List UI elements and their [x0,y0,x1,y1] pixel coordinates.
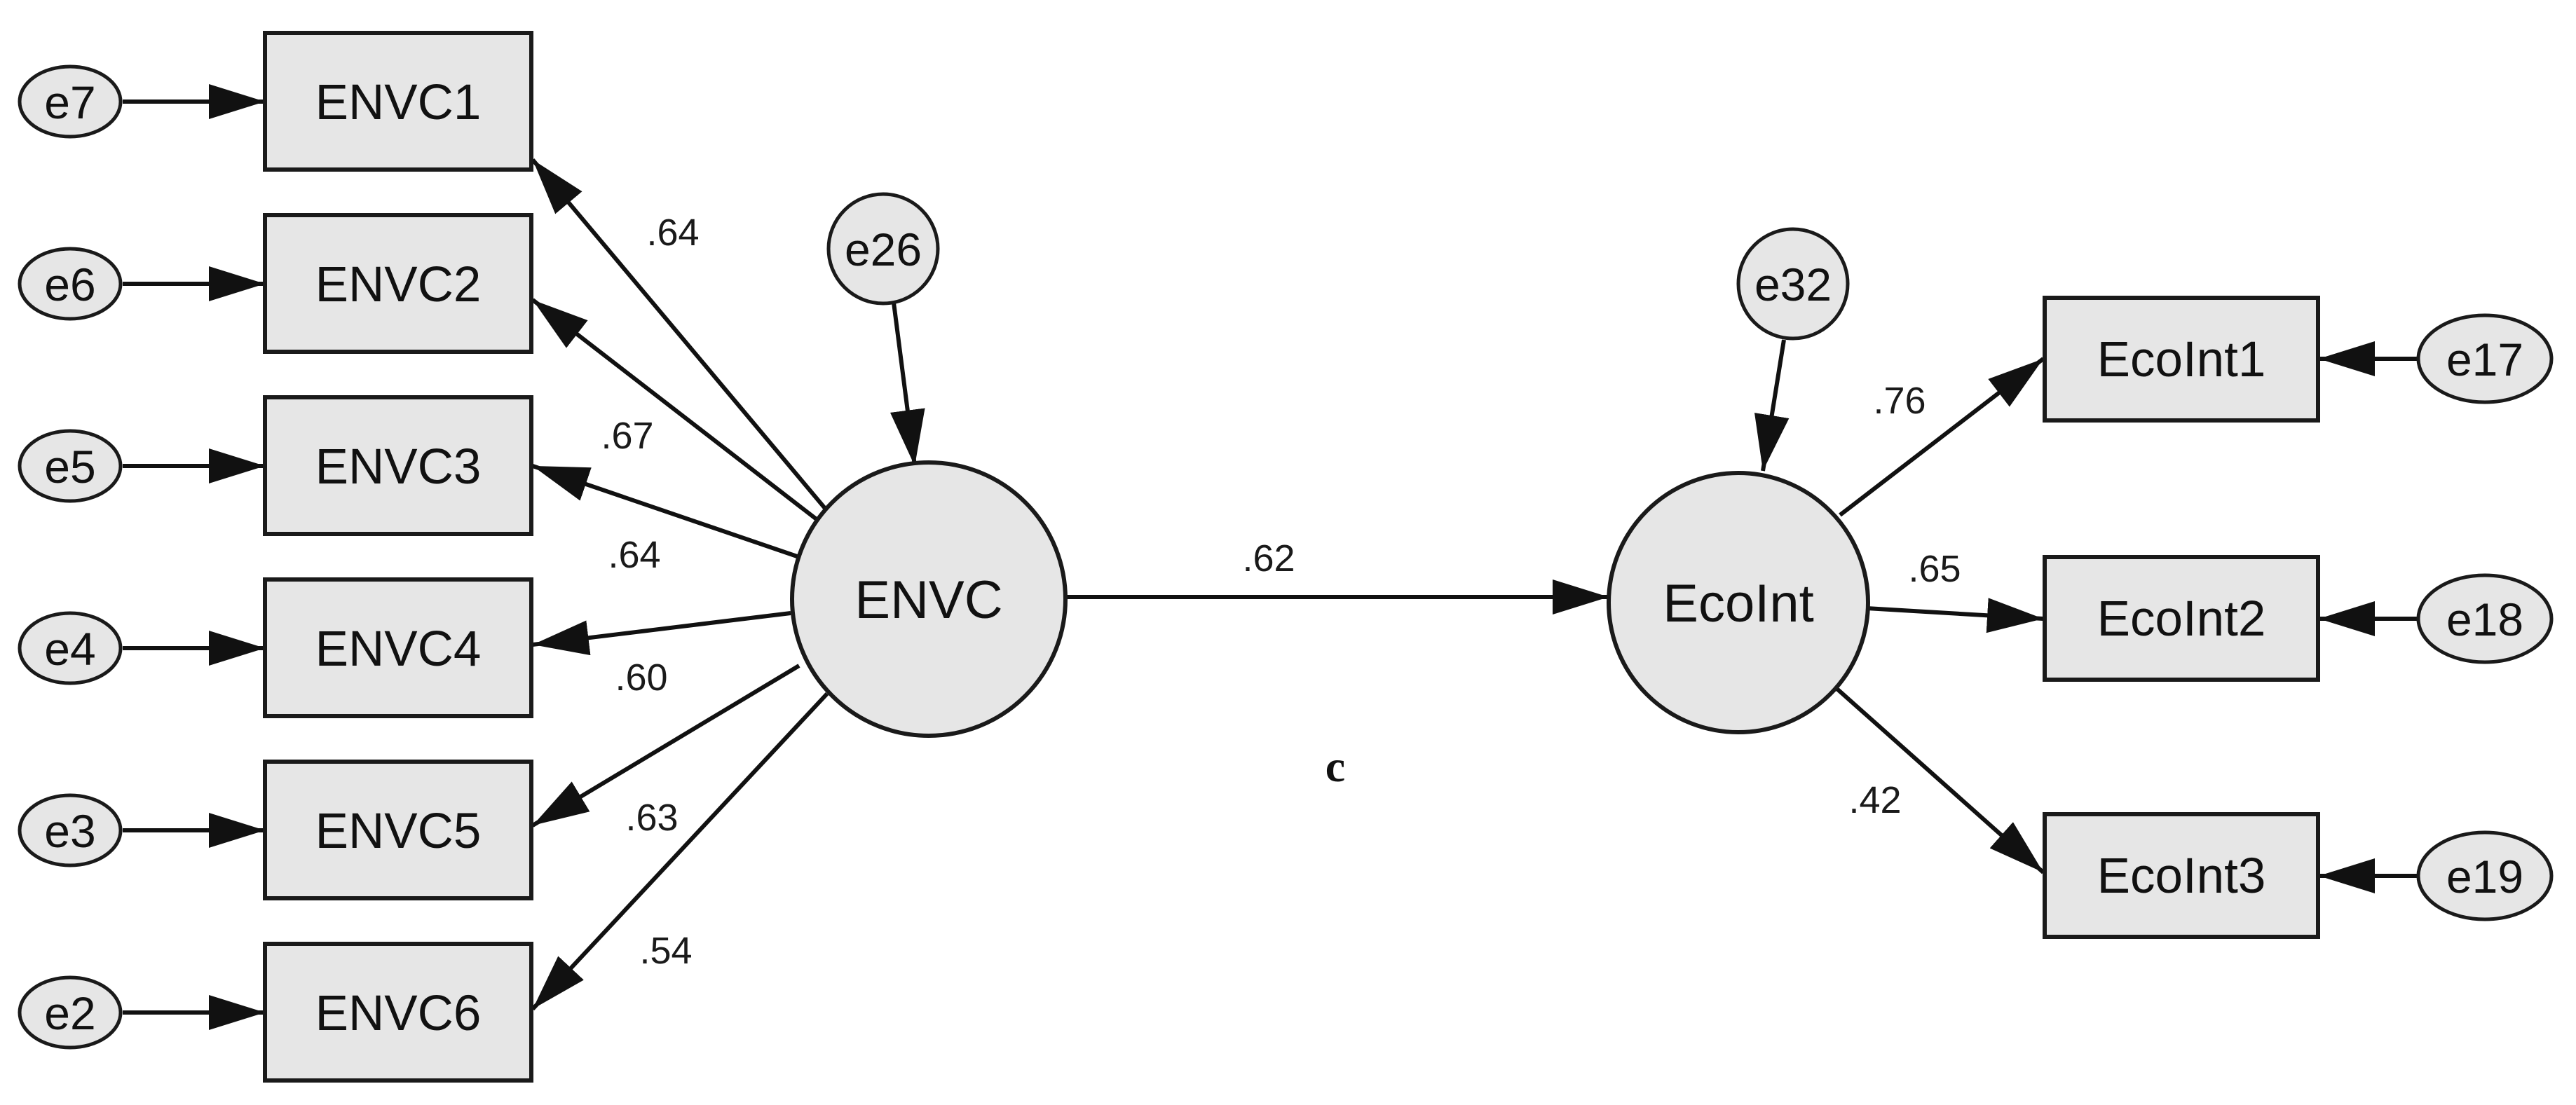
error-node-e3: e3 [18,793,123,867]
svg-text:e19: e19 [2446,851,2523,902]
loading-path-envc1 [531,158,833,516]
loading-path-envc3 [532,464,800,559]
loading-path-envc6 [531,692,829,1011]
svg-text:EcoInt1: EcoInt1 [2097,332,2266,387]
error-node-e4: e4 [18,611,123,685]
svg-text:ENVC5: ENVC5 [315,804,482,859]
indicator-ecoint3: EcoInt3 [2043,812,2320,939]
loading-label-envc6: .63 [625,797,678,839]
svg-text:e18: e18 [2446,593,2523,645]
loading-label-envc1: .64 [646,212,699,254]
indicator-ecoint1: EcoInt1 [2043,296,2320,423]
svg-text:e17: e17 [2446,334,2523,385]
svg-text:e3: e3 [44,805,95,857]
loading-path-ecoint1 [1839,357,2045,517]
indicator-ecoint2: EcoInt2 [2043,555,2320,682]
svg-text:EcoInt: EcoInt [1663,574,1813,633]
svg-text:EcoInt3: EcoInt3 [2097,849,2266,904]
indicator-envc3: ENVC3 [263,395,533,536]
loading-path-envc2 [531,298,822,524]
error-node-e6: e6 [18,247,123,321]
svg-text:ENVC3: ENVC3 [315,439,482,495]
indicator-envc6: ENVC6 [263,942,533,1083]
error-node-e32: e32 [1736,227,1850,341]
svg-text:ENVC2: ENVC2 [315,257,482,313]
loading-label-extra: .54 [639,930,692,972]
svg-text:e26: e26 [845,224,922,275]
panel-label: c [1326,741,1345,791]
error-node-e18: e18 [2416,573,2554,664]
svg-text:e2: e2 [44,987,95,1039]
error-node-e17: e17 [2416,313,2554,404]
svg-text:e4: e4 [44,623,95,675]
disturbance-path-e32 [1754,339,1790,472]
indicator-envc2: ENVC2 [263,213,533,354]
loading-path-ecoint3 [1832,683,2045,874]
svg-text:ENVC1: ENVC1 [315,75,482,130]
indicator-envc5: ENVC5 [263,760,533,900]
latent-ecoint: EcoInt [1607,471,1870,734]
error-node-e26: e26 [826,192,940,306]
svg-text:ENVC4: ENVC4 [315,622,482,677]
loading-path-ecoint2 [1865,598,2044,633]
loading-label-ecoint2: .65 [1908,548,1961,590]
loading-label-envc4: .64 [608,534,660,576]
svg-text:ENVC6: ENVC6 [315,986,482,1041]
loading-label-envc5: .60 [615,657,667,699]
svg-text:e32: e32 [1754,259,1832,310]
indicator-envc4: ENVC4 [263,577,533,718]
latent-envc: ENVC [790,460,1068,738]
loading-label-ecoint1: .76 [1873,380,1926,422]
svg-text:EcoInt2: EcoInt2 [2097,591,2266,647]
svg-text:e5: e5 [44,441,95,493]
error-node-e7: e7 [18,64,123,139]
error-node-e2: e2 [18,975,123,1050]
structural-coefficient: .62 [1242,537,1295,579]
svg-text:ENVC: ENVC [854,570,1002,630]
loading-path-envc4 [532,611,791,656]
error-node-e5: e5 [18,429,123,503]
loading-path-envc5 [531,664,800,828]
indicator-envc1: ENVC1 [263,31,533,172]
loading-label-envc3: .67 [601,415,653,457]
svg-text:e7: e7 [44,76,95,128]
svg-text:e6: e6 [44,259,95,310]
loading-label-ecoint3: .42 [1848,779,1901,821]
error-node-e19: e19 [2416,830,2554,921]
disturbance-path-e26 [890,302,925,467]
